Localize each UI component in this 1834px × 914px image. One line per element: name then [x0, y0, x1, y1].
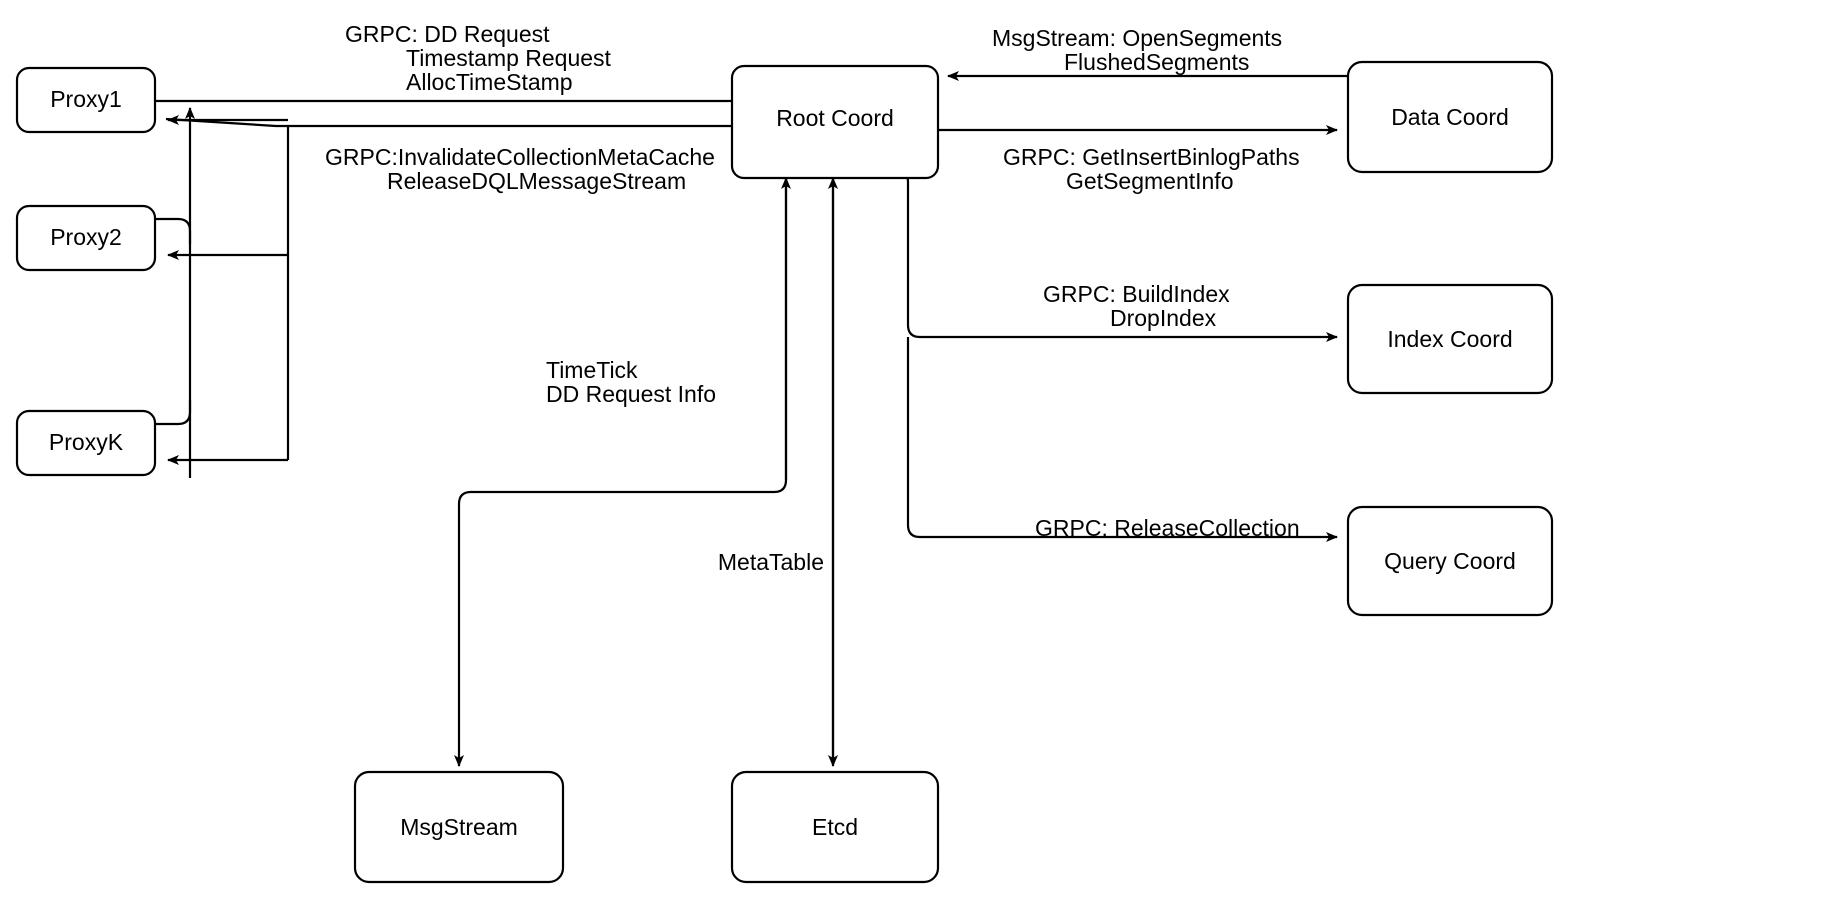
edge-label-data-to-root-line2: FlushedSegments	[1064, 49, 1249, 75]
edge-label-root-to-query-line1: GRPC: ReleaseCollection	[1035, 515, 1300, 541]
node-msgstream-shape[interactable]	[353, 770, 565, 884]
edge-rootcoord-to-msgstream	[454, 170, 788, 767]
node-indexcoord-shape[interactable]	[1346, 283, 1554, 395]
node-proxy2-shape[interactable]	[15, 204, 157, 272]
node-datacoord-shape[interactable]	[1346, 60, 1554, 174]
edge-label-data-to-root: MsgStream: OpenSegments FlushedSegments	[992, 25, 1282, 75]
node-querycoord[interactable]: Query Coord	[1346, 505, 1554, 617]
node-etcd-label: Etcd	[812, 814, 858, 840]
edge-label-root-to-data-line2: GetSegmentInfo	[1066, 168, 1234, 194]
node-rootcoord[interactable]: Root Coord	[730, 64, 940, 180]
node-querycoord-shape[interactable]	[1346, 505, 1554, 617]
edge-label-data-to-root-line1: MsgStream: OpenSegments	[992, 25, 1282, 51]
node-proxyk[interactable]: ProxyK	[15, 409, 157, 477]
node-rootcoord-shape[interactable]	[730, 64, 940, 180]
node-msgstream[interactable]: MsgStream	[353, 770, 565, 884]
node-indexcoord-label: Index Coord	[1387, 326, 1512, 352]
node-proxyk-label: ProxyK	[49, 429, 124, 455]
node-msgstream-label: MsgStream	[400, 814, 518, 840]
edge-label-proxy-to-root-line3: AllocTimeStamp	[406, 69, 573, 95]
edge-label-proxy-to-root-line2: Timestamp Request	[406, 45, 612, 71]
node-datacoord[interactable]: Data Coord	[1346, 60, 1554, 174]
edge-rootcoord-to-proxies	[165, 115, 732, 465]
edge-label-root-to-index: GRPC: BuildIndex DropIndex	[1043, 281, 1230, 331]
edge-proxy2-to-trunk	[155, 217, 192, 244]
edge-rootcoord-to-querycoord	[906, 337, 1338, 542]
node-proxy1[interactable]: Proxy1	[15, 66, 157, 134]
node-etcd-shape[interactable]	[730, 770, 940, 884]
node-proxyk-shape[interactable]	[15, 409, 157, 477]
edge-label-root-to-index-line2: DropIndex	[1110, 305, 1217, 331]
node-proxy2[interactable]: Proxy2	[15, 204, 157, 272]
node-proxy2-label: Proxy2	[50, 224, 122, 250]
node-indexcoord[interactable]: Index Coord	[1346, 283, 1554, 395]
edge-label-proxy-to-root-line1: GRPC: DD Request	[345, 21, 550, 47]
edge-root-to-proxy1-arrow	[165, 117, 288, 128]
edge-label-root-to-proxy: GRPC:InvalidateCollectionMetaCache Relea…	[325, 144, 715, 194]
node-datacoord-label: Data Coord	[1391, 104, 1509, 130]
edge-label-root-to-etcd-line1: MetaTable	[718, 549, 824, 575]
node-proxy1-shape[interactable]	[15, 66, 157, 134]
edge-label-root-to-proxy-line2: ReleaseDQLMessageStream	[387, 168, 686, 194]
node-proxy1-label: Proxy1	[50, 86, 122, 112]
node-etcd[interactable]: Etcd	[730, 770, 940, 884]
node-querycoord-label: Query Coord	[1384, 548, 1516, 574]
edge-label-root-to-msgstream-line2: DD Request Info	[546, 381, 716, 407]
edge-label-root-to-etcd: MetaTable	[718, 549, 824, 575]
edge-label-root-to-index-line1: GRPC: BuildIndex	[1043, 281, 1230, 307]
edge-proxyk-to-trunk	[155, 400, 192, 426]
node-rootcoord-label: Root Coord	[776, 105, 894, 131]
edge-label-root-to-data: GRPC: GetInsertBinlogPaths GetSegmentInf…	[1003, 144, 1300, 194]
edge-label-root-to-data-line1: GRPC: GetInsertBinlogPaths	[1003, 144, 1300, 170]
edge-label-root-to-msgstream: TimeTick DD Request Info	[546, 357, 716, 407]
edge-label-root-to-query: GRPC: ReleaseCollection	[1035, 515, 1300, 541]
edge-label-proxy-to-root: GRPC: DD Request Timestamp Request Alloc…	[345, 21, 612, 95]
edge-label-root-to-msgstream-line1: TimeTick	[546, 357, 638, 383]
edge-label-root-to-proxy-line1: GRPC:InvalidateCollectionMetaCache	[325, 144, 715, 170]
